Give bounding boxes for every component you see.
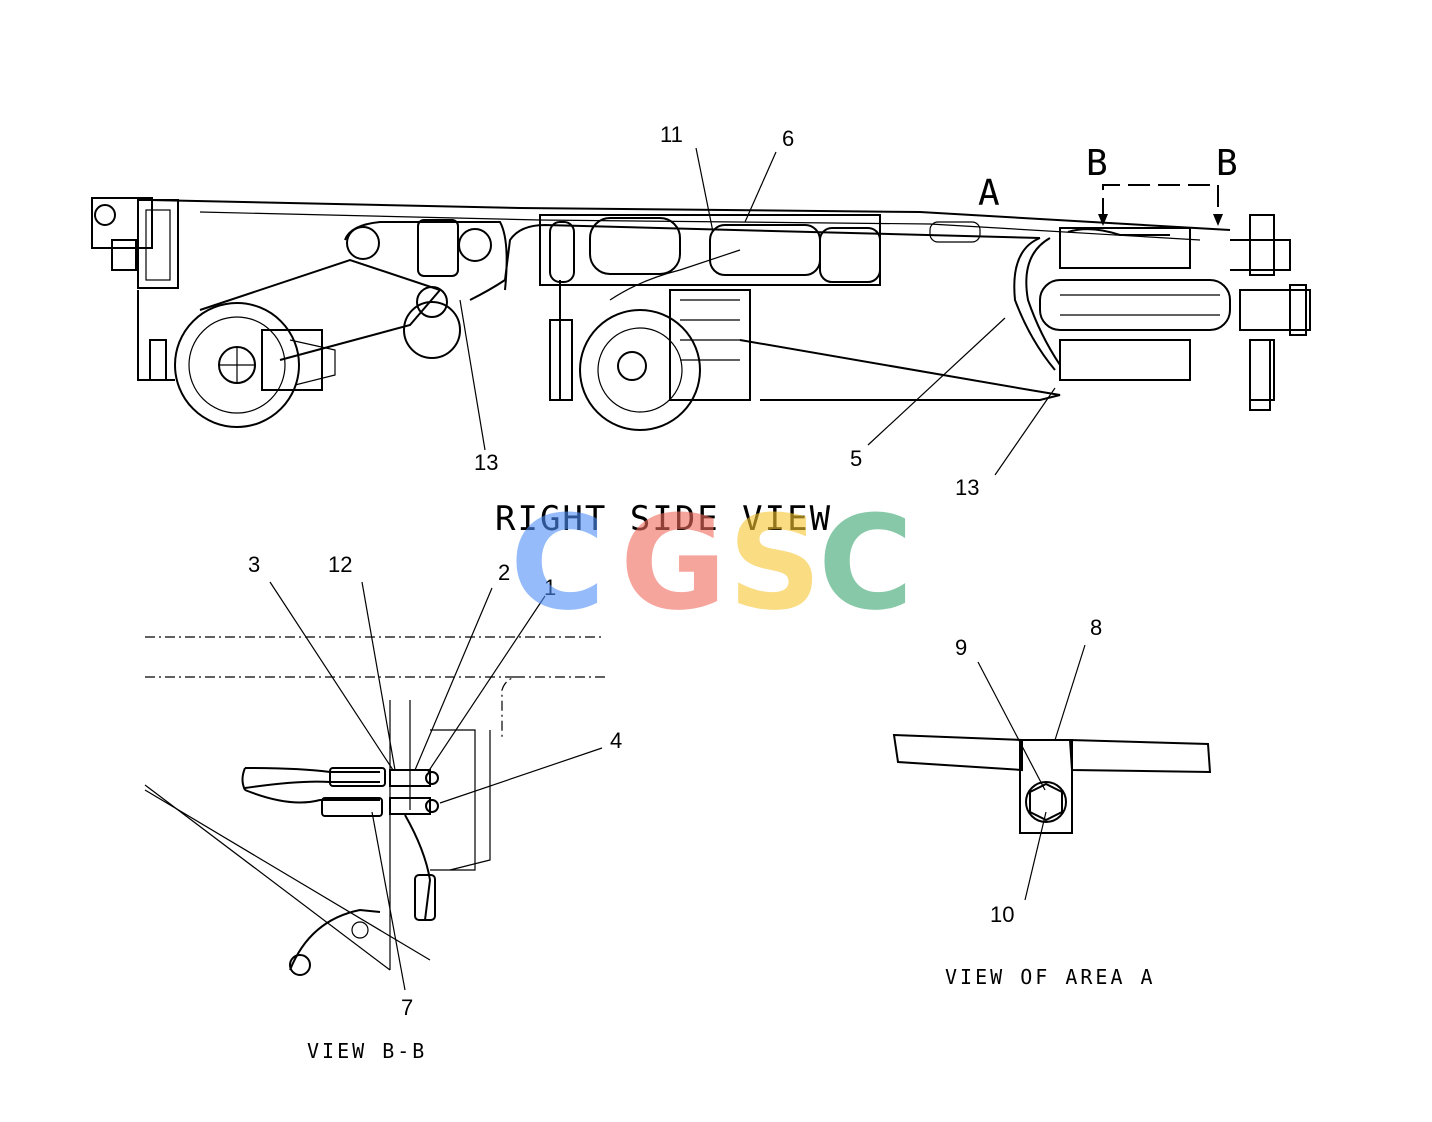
leader-lines-main: [459, 147, 1056, 476]
section-label-b-right: B: [1216, 143, 1238, 184]
callout-1: 1: [544, 575, 556, 600]
callout-2: 2: [498, 560, 510, 585]
view-title-right-side: RIGHT SIDE VIEW: [495, 499, 832, 539]
view-title-bb: VIEW B-B: [307, 1039, 427, 1063]
section-marker-bb: [1098, 184, 1223, 226]
view-bb-drawing: [144, 636, 605, 976]
callout-11: 11: [660, 122, 683, 147]
callout-5: 5: [850, 446, 862, 471]
callout-12: 12: [328, 552, 352, 577]
callout-3: 3: [248, 552, 260, 577]
section-label-b-left: B: [1086, 143, 1108, 184]
leader-lines-view-bb: [269, 581, 603, 991]
callout-9: 9: [955, 635, 967, 660]
leader-lines-view-a: [977, 644, 1086, 901]
callout-6: 6: [782, 126, 794, 151]
watermark-letter-c2: C: [818, 487, 913, 639]
watermark-letter-g: G: [620, 487, 727, 639]
callout-4: 4: [610, 728, 622, 753]
callout-13-left: 13: [474, 450, 498, 475]
callout-7: 7: [401, 995, 413, 1020]
callout-8: 8: [1090, 615, 1102, 640]
view-area-a-drawing: [892, 733, 1212, 834]
callout-13-right: 13: [955, 475, 979, 500]
watermark-letter-c1: C: [510, 487, 605, 639]
cgsc-watermark-logo: C G S C: [510, 487, 913, 639]
callout-10: 10: [990, 902, 1014, 927]
watermark-letter-s: S: [728, 487, 822, 639]
area-label-a: A: [978, 173, 1000, 214]
machine-frame-drawing: [91, 197, 1311, 431]
view-title-area-a: VIEW OF AREA A: [945, 965, 1156, 989]
